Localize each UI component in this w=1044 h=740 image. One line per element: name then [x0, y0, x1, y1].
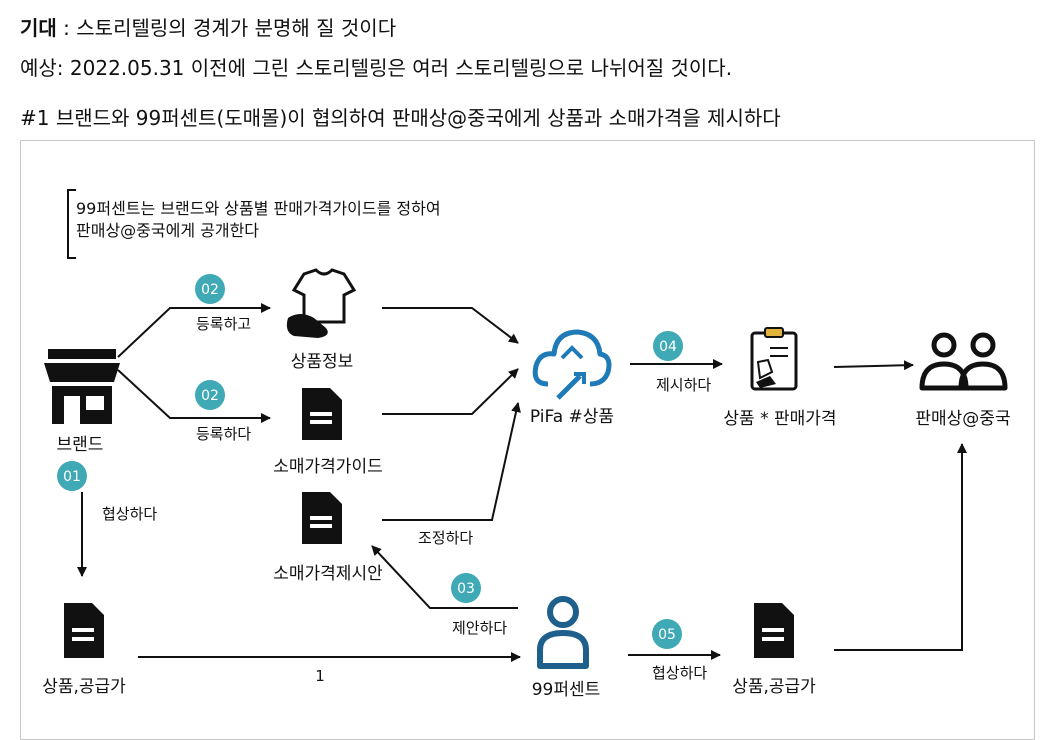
svg-text:04: 04 [659, 339, 677, 355]
node-seller: 판매상@중국 [915, 409, 1010, 429]
node-99percent: 99퍼센트 [532, 680, 601, 700]
note-line-2: 판매상@중국에게 공개한다 [76, 221, 259, 240]
label-register: 등록하다 [196, 425, 251, 443]
supply-left-doc-icon [64, 603, 104, 658]
note-bracket [67, 189, 76, 259]
cloud-sync-icon [532, 329, 612, 400]
edge-proposal-to-pifa [382, 402, 521, 521]
step-badge-04: 04 [653, 331, 683, 361]
retail-guide-doc-icon [302, 388, 342, 440]
step-badge-02a: 02 [195, 274, 225, 304]
step-badge-05: 05 [652, 619, 682, 649]
label-register-and: 등록하고 [196, 315, 251, 333]
node-product-price: 상품 * 판매가격 [723, 409, 836, 429]
step-badge-02b: 02 [195, 380, 225, 410]
svg-text:03: 03 [457, 581, 475, 597]
label-present: 제시하다 [656, 376, 711, 394]
edge-brand-to-product-info [117, 303, 271, 358]
expectation-line: 기대 : 스토리텔링의 경계가 분명해 질 것이다 [20, 12, 396, 41]
label-adjust: 조정하다 [418, 529, 473, 547]
step-badge-01: 01 [57, 461, 87, 491]
node-product-info: 상품정보 [291, 352, 354, 372]
edge-brand-to-retail-guide [117, 369, 271, 423]
label-propose: 제안하다 [452, 619, 507, 637]
edge-product-price-to-seller [833, 360, 914, 371]
edge-product-info-to-pifa [382, 307, 519, 344]
store-icon [44, 349, 120, 424]
note-line-1: 99퍼센트는 브랜드와 상품별 판매가격가이드를 정하여 [76, 199, 441, 218]
edge-99percent-to-proposal [371, 545, 518, 609]
supply-right-doc-icon [754, 603, 794, 658]
node-pifa: PiFa #상품 [530, 407, 614, 427]
step-badge-03: 03 [451, 573, 481, 603]
person-icon [537, 596, 589, 669]
edge-supply-right-to-seller [834, 443, 967, 651]
node-brand: 브랜드 [57, 435, 104, 455]
label-negotiate-05: 협상하다 [652, 664, 707, 682]
node-retail-proposal: 소매가격제시안 [273, 564, 383, 584]
svg-text:02: 02 [201, 282, 219, 298]
retail-proposal-doc-icon [302, 492, 342, 544]
edge-retail-guide-to-pifa [382, 368, 519, 415]
svg-text:05: 05 [658, 627, 676, 643]
svg-text:01: 01 [63, 469, 81, 485]
expectation-text: : 스토리텔링의 경계가 분명해 질 것이다 [56, 16, 397, 40]
node-supply-right: 상품,공급가 [732, 677, 816, 697]
clipboard-icon [750, 327, 798, 391]
shirt-shoe-icon [286, 268, 357, 338]
expectation-label: 기대 [20, 16, 57, 40]
node-retail-guide: 소매가격가이드 [273, 457, 382, 477]
seller-group-icon [919, 332, 1008, 391]
scenario-title: #1 브랜드와 99퍼센트(도매몰)이 협의하여 판매상@중국에게 상품과 소매… [20, 106, 781, 130]
label-one: 1 [315, 667, 325, 685]
forecast-line: 예상: 2022.05.31 이전에 그린 스토리텔링은 여러 스토리텔링으로 … [20, 56, 733, 80]
label-negotiate-01: 협상하다 [102, 505, 157, 523]
node-supply-left: 상품,공급가 [42, 677, 126, 697]
svg-text:02: 02 [201, 388, 219, 404]
